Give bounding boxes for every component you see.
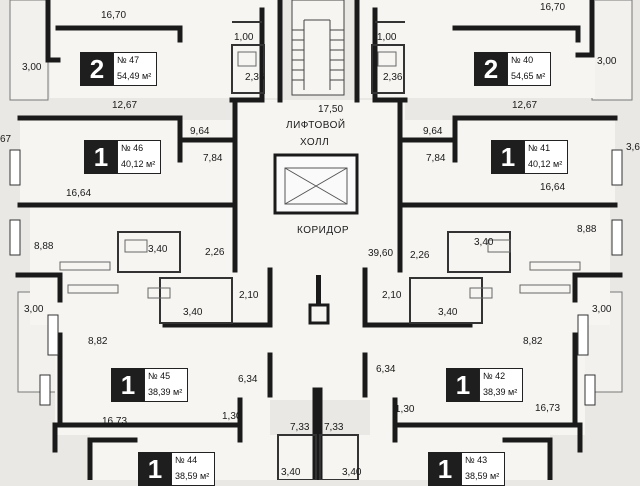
- apartment-area: 54,49 м²: [117, 71, 152, 81]
- room-area-label: 7,33: [324, 422, 344, 433]
- rooms-count-badge: 2: [80, 52, 114, 86]
- room-area-label: 6,34: [238, 374, 258, 385]
- lift-hall-label-line1: ЛИФТОВОЙ: [286, 120, 346, 131]
- room-area-label: 2,36: [245, 72, 265, 83]
- room-area-label: 2,26: [410, 250, 430, 261]
- apartment-info-47[interactable]: № 47 54,49 м²: [113, 52, 157, 86]
- apartment-info-41[interactable]: № 41 40,12 м²: [524, 140, 568, 174]
- apartment-area: 38,59 м²: [465, 471, 500, 481]
- apartment-number: № 42: [483, 371, 506, 381]
- lift-hall-label-line2: ХОЛЛ: [300, 137, 330, 148]
- apartment-info-43[interactable]: № 43 38,59 м²: [461, 452, 505, 486]
- rooms-count-badge: 1: [138, 452, 172, 486]
- room-area-label: 7,84: [203, 153, 223, 164]
- room-area-label: 16,73: [102, 416, 128, 427]
- rooms-count-badge: 1: [111, 368, 145, 402]
- room-area-label: 3,00: [22, 62, 42, 73]
- apartment-number: № 45: [148, 371, 171, 381]
- room-area-label: 2,10: [239, 290, 259, 301]
- rooms-count-badge: 1: [428, 452, 462, 486]
- rooms-count-badge: 1: [491, 140, 525, 174]
- room-area-label: 3,40: [438, 307, 458, 318]
- room-area-label: 8,82: [88, 336, 108, 347]
- apartment-area: 40,12 м²: [528, 159, 563, 169]
- apartment-number: № 43: [465, 455, 488, 465]
- room-area-label: 9,64: [190, 126, 210, 137]
- rooms-count-badge: 1: [446, 368, 480, 402]
- apartment-number: № 46: [121, 143, 144, 153]
- room-area-label: 8,88: [34, 241, 54, 252]
- rooms-count-badge: 1: [84, 140, 118, 174]
- apartment-area: 40,12 м²: [121, 159, 156, 169]
- room-area-label: 6,34: [376, 364, 396, 375]
- room-area-label: 3,00: [592, 304, 612, 315]
- apartment-info-45[interactable]: № 45 38,39 м²: [144, 368, 188, 402]
- room-area-label: 2,36: [383, 72, 403, 83]
- apartment-area: 38,39 м²: [483, 387, 518, 397]
- apartment-number: № 41: [528, 143, 551, 153]
- room-area-label: 2,10: [382, 290, 402, 301]
- room-area-label: 3,6: [626, 142, 640, 153]
- apartment-number: № 47: [117, 55, 140, 65]
- apartment-info-40[interactable]: № 40 54,65 м²: [507, 52, 551, 86]
- corridor-area: 39,60: [368, 248, 394, 259]
- room-area-label: 1,30: [222, 411, 242, 422]
- room-area-label: 1,00: [377, 32, 397, 43]
- apartment-area: 54,65 м²: [511, 71, 546, 81]
- room-area-label: 3,40: [474, 237, 494, 248]
- room-area-label: 1,00: [234, 32, 254, 43]
- rooms-count-badge: 2: [474, 52, 508, 86]
- room-area-label: 3,40: [183, 307, 203, 318]
- lift-hall-area: 17,50: [318, 104, 344, 115]
- room-area-label: 3,40: [342, 467, 362, 478]
- room-area-label: 9,64: [423, 126, 443, 137]
- apartment-info-42[interactable]: № 42 38,39 м²: [479, 368, 523, 402]
- room-area-label: 16,64: [66, 188, 92, 199]
- corridor-label: КОРИДОР: [297, 225, 350, 236]
- room-area-label: 3,00: [597, 56, 617, 67]
- apartment-area: 38,39 м²: [148, 387, 183, 397]
- room-area-label: 3,00: [24, 304, 44, 315]
- room-area-label: 12,67: [112, 100, 138, 111]
- apartment-info-44[interactable]: № 44 38,59 м²: [171, 452, 215, 486]
- room-area-label: 12,67: [512, 100, 538, 111]
- room-area-label: 3,40: [281, 467, 301, 478]
- room-area-label: 8,88: [577, 224, 597, 235]
- apartment-number: № 40: [511, 55, 534, 65]
- room-area-label: 2,26: [205, 247, 225, 258]
- room-area-label: 7,33: [290, 422, 310, 433]
- apartment-number: № 44: [175, 455, 198, 465]
- room-area-label: 16,70: [101, 10, 127, 21]
- apartment-info-46[interactable]: № 46 40,12 м²: [117, 140, 161, 174]
- apartment-area: 38,59 м²: [175, 471, 210, 481]
- room-area-label: 67: [0, 134, 12, 145]
- room-area-label: 16,70: [540, 2, 566, 13]
- room-area-label: 16,64: [540, 182, 566, 193]
- room-area-label: 8,82: [523, 336, 543, 347]
- room-area-label: 1,30: [395, 404, 415, 415]
- room-area-label: 7,84: [426, 153, 446, 164]
- room-area-label: 16,73: [535, 403, 561, 414]
- room-area-label: 3,40: [148, 244, 168, 255]
